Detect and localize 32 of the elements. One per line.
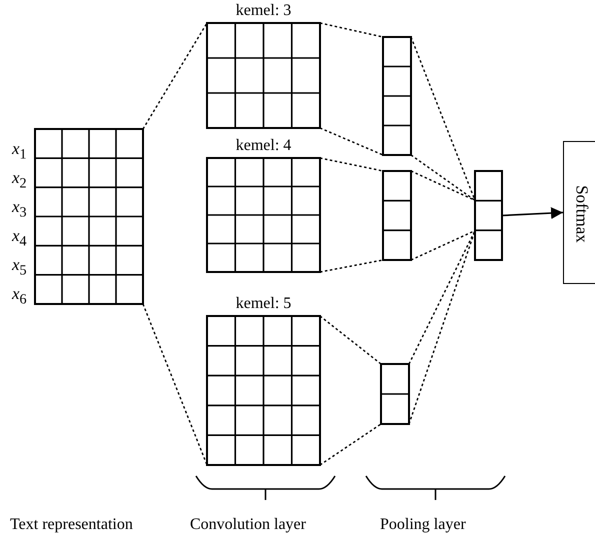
dotted-line (408, 230, 476, 364)
row-label: x$_{1}$ (12, 140, 27, 162)
dotted-line (410, 170, 476, 201)
matrix-grid (381, 364, 409, 424)
dotted-line (320, 315, 382, 365)
matrix-grid (383, 171, 411, 260)
row-label: x$_{4}$ (12, 227, 27, 249)
layer-label: Pooling layer (380, 517, 466, 533)
kernel-label: kemel: 5 (236, 296, 292, 312)
output-box (563, 141, 595, 284)
dotted-line (320, 22, 384, 38)
row-label: x$_{2}$ (12, 169, 27, 191)
dotted-line (320, 259, 384, 273)
row-label: x$_{3}$ (12, 198, 27, 220)
kernel-label: kemel: 3 (236, 3, 292, 19)
dotted-line (410, 230, 476, 261)
layer-label: Text representation (10, 517, 133, 533)
dotted-line (142, 22, 208, 130)
arrow (502, 207, 564, 220)
matrix-grid (383, 37, 411, 155)
matrix-grid (35, 129, 143, 304)
dotted-line (142, 304, 208, 466)
kernel-label: kemel: 4 (236, 138, 292, 154)
row-label: x$_{6}$ (12, 285, 27, 307)
dotted-line (320, 157, 384, 172)
dotted-line (410, 154, 476, 201)
layer-label: Convolution layer (190, 517, 306, 533)
dotted-line (320, 127, 384, 156)
box-label: Softmax (574, 185, 590, 243)
matrix-grid (475, 171, 502, 260)
dotted-line (320, 423, 382, 466)
row-label: x$_{5}$ (12, 256, 27, 278)
